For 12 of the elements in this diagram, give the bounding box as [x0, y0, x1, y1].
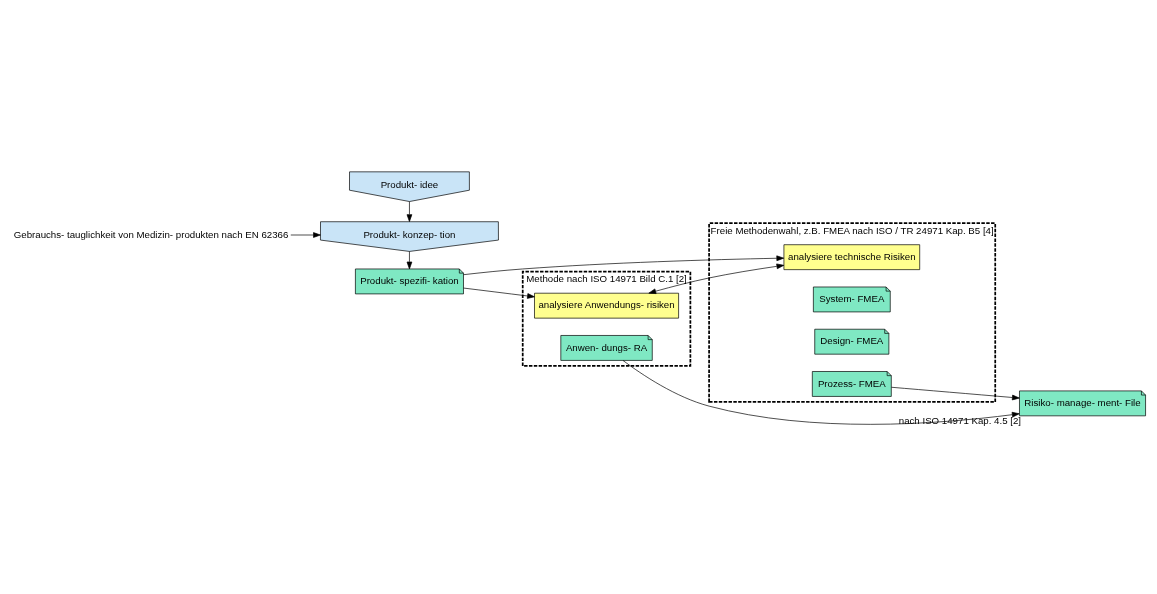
- node-text: Gebrauchs- tauglichkeit von Medizin- produkten nach EN 62366: [13, 228, 289, 240]
- arrow: [406, 200, 413, 222]
- node-box: analysiere Anwendungs- risiken: [534, 292, 679, 318]
- arrow: [463, 287, 535, 299]
- arrow: [290, 231, 321, 238]
- arrow: [622, 359, 1020, 425]
- node-label: nach ISO 14971 Kap. 4.5 [2]: [898, 414, 1022, 426]
- arrow: [463, 255, 785, 275]
- node-box: analysiere technische Risiken: [783, 243, 921, 270]
- arrow: [406, 250, 413, 269]
- arrow: [891, 386, 1020, 400]
- arrow: [648, 263, 785, 294]
